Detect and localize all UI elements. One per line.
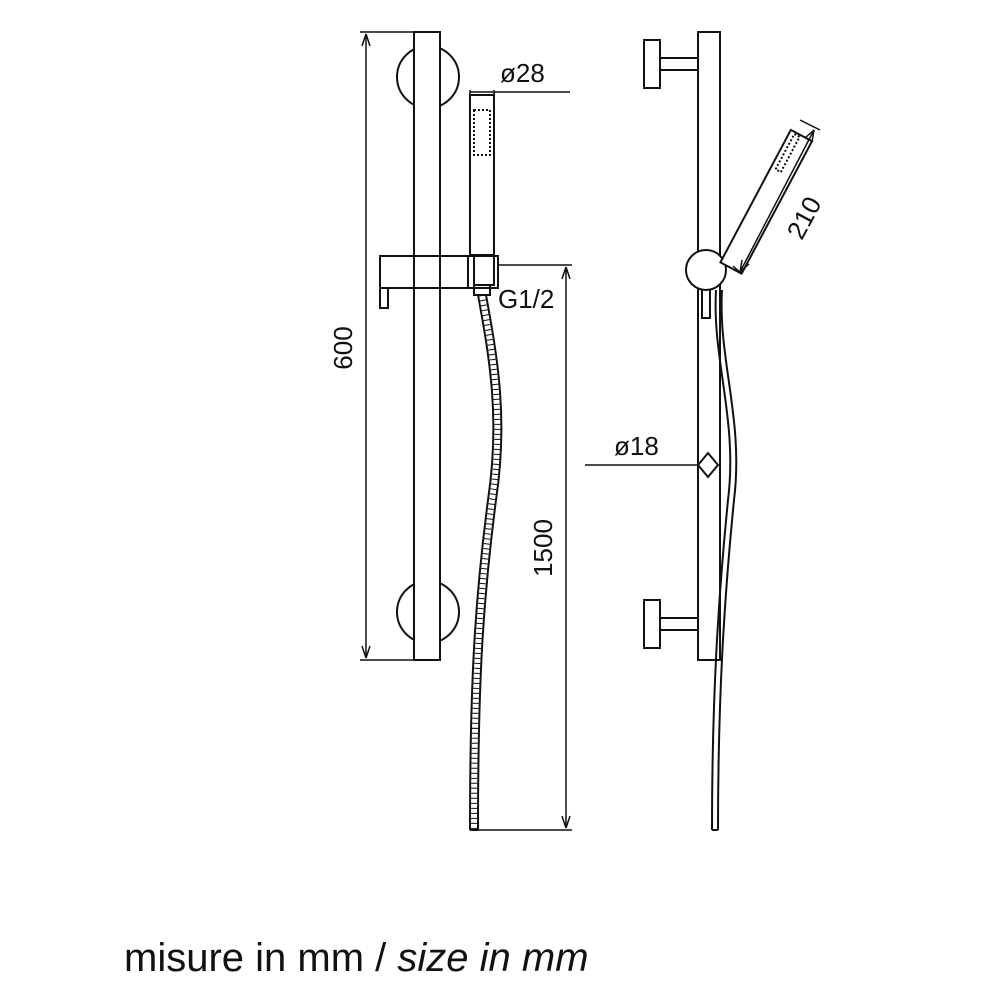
label-g1-2: G1/2 [498, 284, 554, 314]
label-diameter-18: ø18 [614, 431, 659, 461]
side-hose [711, 289, 732, 831]
locking-knob [379, 288, 389, 309]
slide-bar [413, 31, 441, 661]
caption-english: size in mm [397, 936, 589, 980]
label-600: 600 [328, 326, 358, 369]
side-slider [685, 249, 727, 291]
top-wall-bracket [643, 39, 661, 89]
hand-shower [469, 94, 495, 256]
dimension-1500 [478, 264, 572, 831]
hose-diameter-marker [696, 451, 720, 479]
label-diameter-28: ø28 [500, 58, 545, 88]
dimension-600 [360, 31, 414, 661]
caption-italian: misure in mm / [124, 936, 387, 980]
side-slide-bar [697, 31, 721, 661]
front-hose [469, 294, 495, 831]
side-view [643, 31, 814, 831]
hand-shower-nozzles [473, 109, 491, 156]
units-caption: misure in mm / size in mm [124, 936, 589, 981]
front-view [379, 31, 503, 831]
bottom-wall-bracket [643, 599, 661, 649]
dimension-210 [732, 119, 821, 275]
label-210: 210 [781, 192, 828, 244]
dimension-diameter-28 [469, 90, 570, 95]
side-hand-shower [719, 128, 814, 275]
label-1500: 1500 [528, 519, 558, 577]
